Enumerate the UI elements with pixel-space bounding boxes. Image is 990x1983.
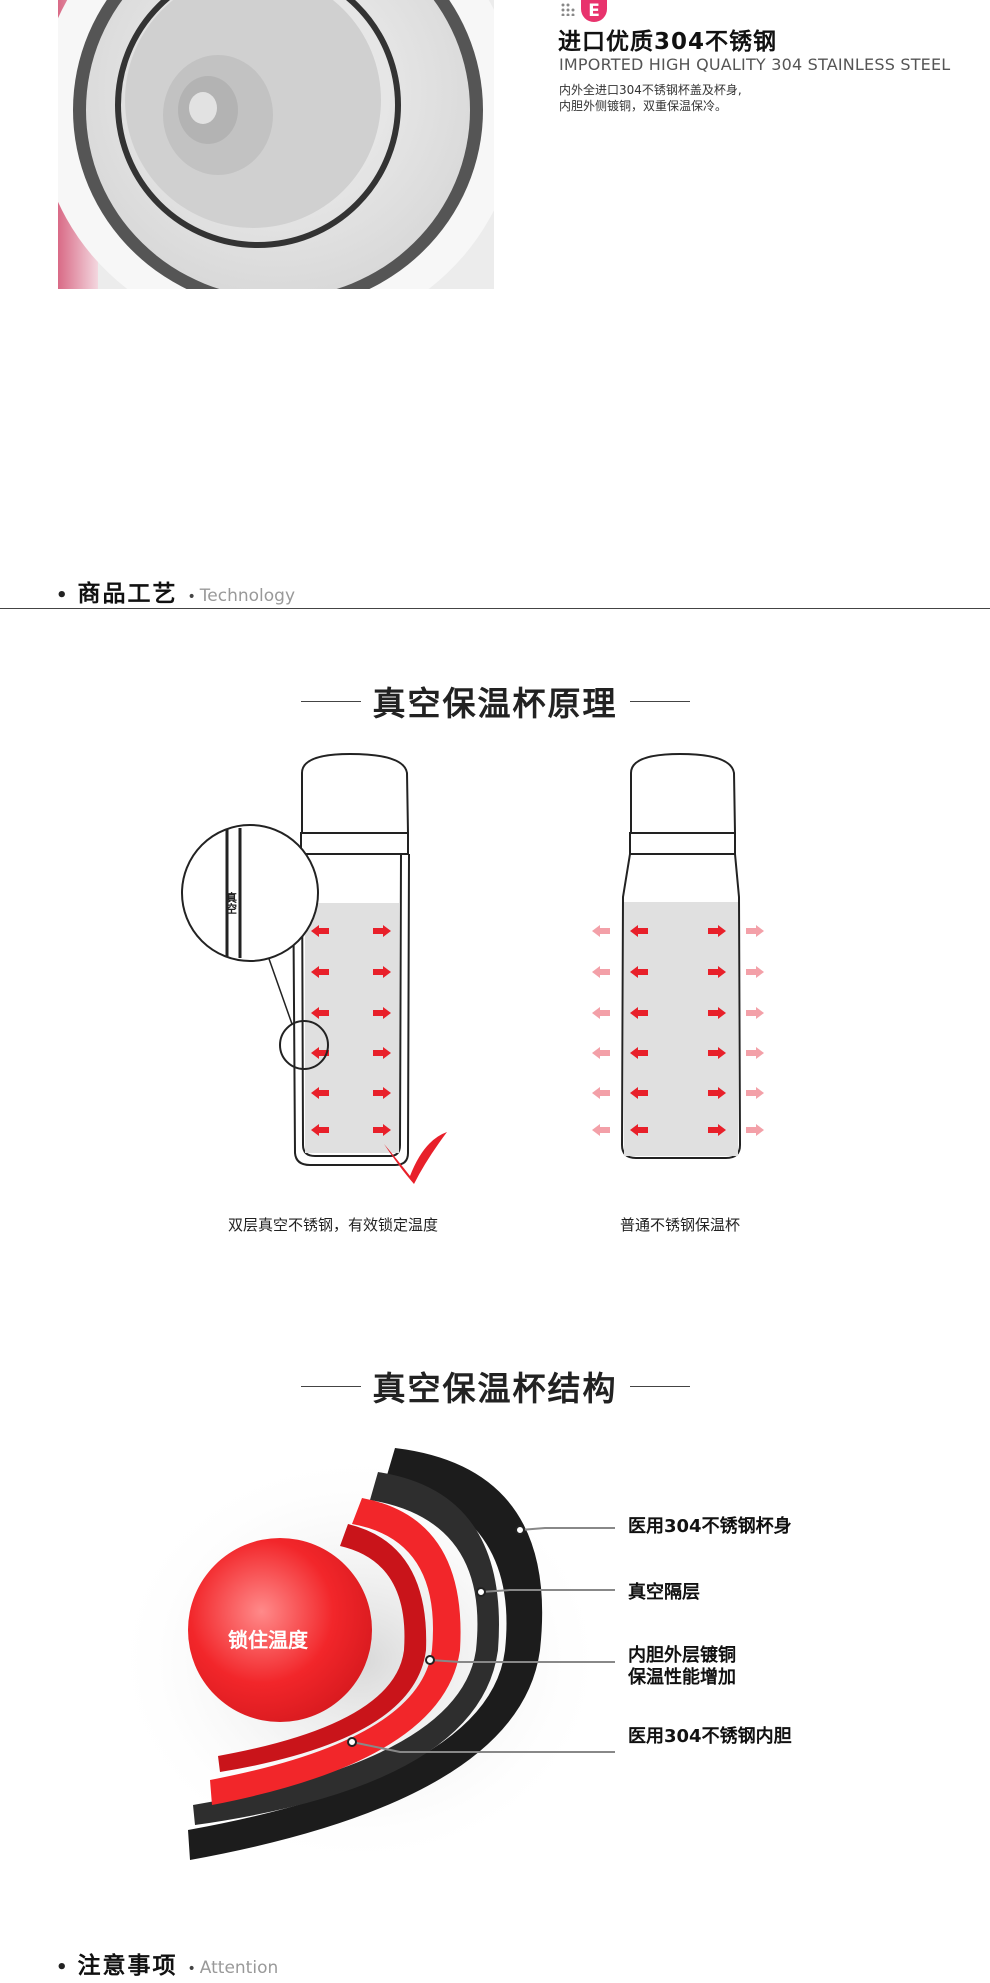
section-title-cn: 商品工艺 <box>77 581 178 607</box>
principle-diagram: 真空 <box>181 752 764 1184</box>
vacuum-flask-illustration <box>181 752 447 1184</box>
structure-title-row: 真空保温杯结构 <box>0 1362 990 1410</box>
vacuum-label: 真空 <box>225 891 238 914</box>
layer-label-outer-body: 医用304不锈钢杯身 <box>628 1516 792 1537</box>
layer-label-copper: 内胆外层镀铜 保温性能增加 <box>628 1645 736 1689</box>
caption-vacuum-flask: 双层真空不锈钢，有效锁定温度 <box>228 1216 439 1234</box>
dots-icon <box>561 3 575 16</box>
structure-diagram <box>110 1448 615 1870</box>
title-rule <box>629 700 690 702</box>
bullet-icon: • <box>56 1957 68 1978</box>
layer-label-line: 内胆外层镀铜 <box>628 1645 736 1666</box>
section-divider <box>0 608 990 609</box>
bullet-icon: • <box>187 589 196 605</box>
title-rule <box>300 1385 361 1387</box>
principle-title: 真空保温杯原理 <box>372 684 618 723</box>
title-rule <box>629 1385 690 1387</box>
feature-title: 进口优质304不锈钢 <box>558 29 778 55</box>
layer-label-inner-liner: 医用304不锈钢内胆 <box>628 1726 792 1747</box>
feature-subtitle: IMPORTED HIGH QUALITY 304 STAINLESS STEE… <box>559 55 951 74</box>
feature-desc-line: 内胆外侧镀铜，双重保温保冷。 <box>559 99 728 113</box>
section-header-technology: • 商品工艺 • Technology <box>56 574 295 608</box>
structure-title: 真空保温杯结构 <box>372 1369 618 1408</box>
caption-ordinary-flask: 普通不锈钢保温杯 <box>620 1216 741 1234</box>
lock-temperature-label: 锁住温度 <box>228 1628 308 1652</box>
principle-title-row: 真空保温杯原理 <box>0 677 990 725</box>
layer-label-line: 保温性能增加 <box>628 1667 736 1688</box>
section-title-cn: 注意事项 <box>77 1953 178 1979</box>
product-photo-inner <box>58 0 494 289</box>
feature-description: 内外全进口304不锈钢杯盖及杯身, 内胆外侧镀铜，双重保温保冷。 <box>559 82 742 114</box>
feature-desc-line: 内外全进口304不锈钢杯盖及杯身, <box>559 83 742 97</box>
title-rule <box>300 700 361 702</box>
layer-label-vacuum: 真空隔层 <box>628 1582 700 1603</box>
feature-badge: E <box>581 0 607 22</box>
bullet-icon: • <box>187 1961 196 1977</box>
section-header-attention: • 注意事项 • Attention <box>56 1946 278 1980</box>
section-title-en: Technology <box>199 586 296 606</box>
bullet-icon: • <box>56 585 68 606</box>
ordinary-flask-illustration <box>592 752 764 1159</box>
section-title-en: Attention <box>199 1958 279 1978</box>
